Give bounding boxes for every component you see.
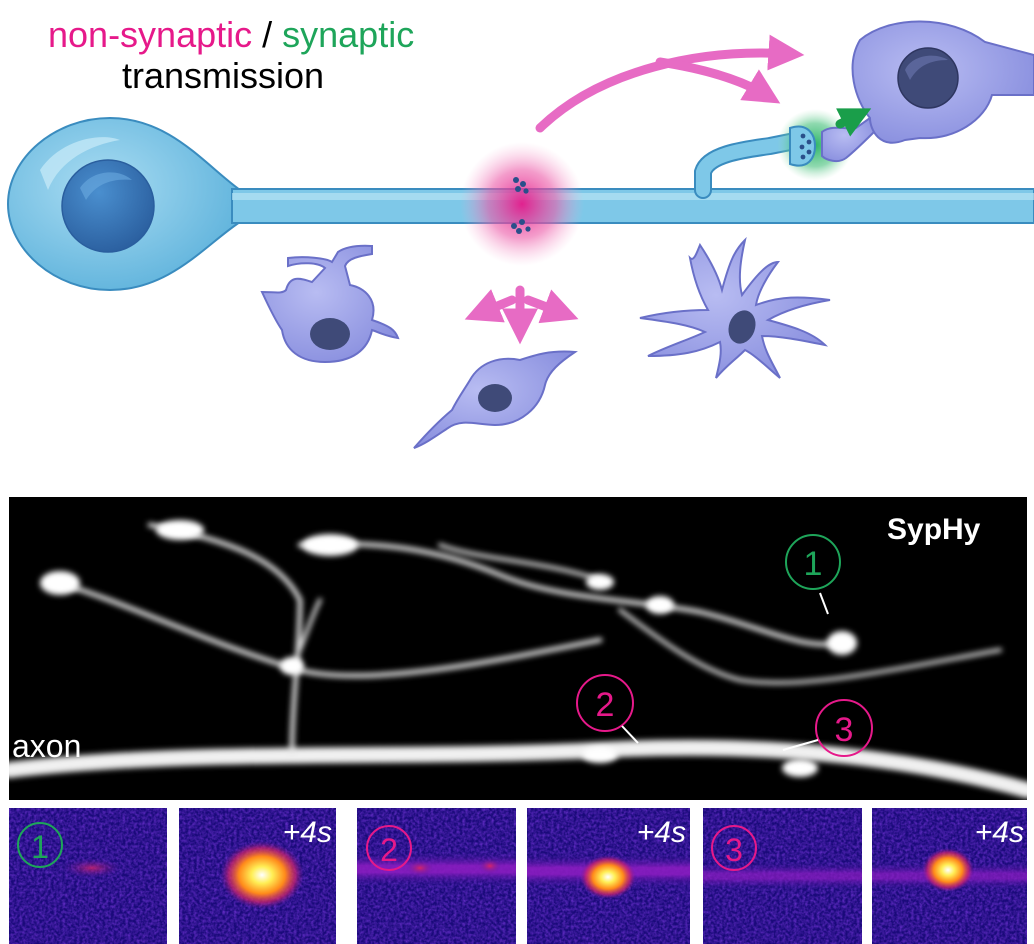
synapse-icon [777,109,880,181]
svg-text:3: 3 [725,832,743,868]
arrow-pink-upper [535,34,805,133]
oligodendrocyte-icon [413,350,578,449]
svg-text:2: 2 [380,832,398,868]
axon-label: axon [12,728,81,764]
title-synaptic: synaptic [282,14,414,55]
time-label-2: +4s [637,816,686,849]
arrow-green [835,108,872,137]
time-label-1: +4s [283,816,332,849]
postsynaptic-neuron-icon [851,20,1034,144]
timeseries-strip: 1 +4s 2 +4s [9,808,1027,944]
title-line-1: non-synaptic / synaptic [48,14,414,55]
time-label-3: +4s [975,816,1024,849]
astrocyte-icon [639,236,831,379]
release-cloud-icon [460,142,584,266]
title-line-2: transmission [122,55,324,96]
syphy-image-panel: SypHy axon 1 2 3 [9,497,1027,800]
arrow-pink-lower [655,57,781,104]
marker-2: 2 [576,674,639,744]
svg-text:3: 3 [835,711,854,749]
tile-3-after: +4s [872,808,1027,944]
marker-3: 3 [782,699,873,757]
neuron-soma-icon [6,116,241,292]
tile-2-after: +4s [527,808,690,944]
title-non-synaptic: non-synaptic [48,14,252,55]
svg-text:1: 1 [804,545,823,583]
arrow-pink-spread [464,285,579,345]
channel-label: SypHy [887,513,981,546]
marker-1: 1 [785,534,841,615]
title-separator: / [252,14,282,55]
tile-2-before: 2 [357,808,516,944]
tile-1-before: 1 [9,808,167,944]
tile-1-after: +4s [179,808,336,944]
svg-text:1: 1 [31,829,49,865]
svg-text:2: 2 [596,686,615,724]
tile-3-before: 3 [703,808,862,944]
microglia-icon [260,244,400,364]
